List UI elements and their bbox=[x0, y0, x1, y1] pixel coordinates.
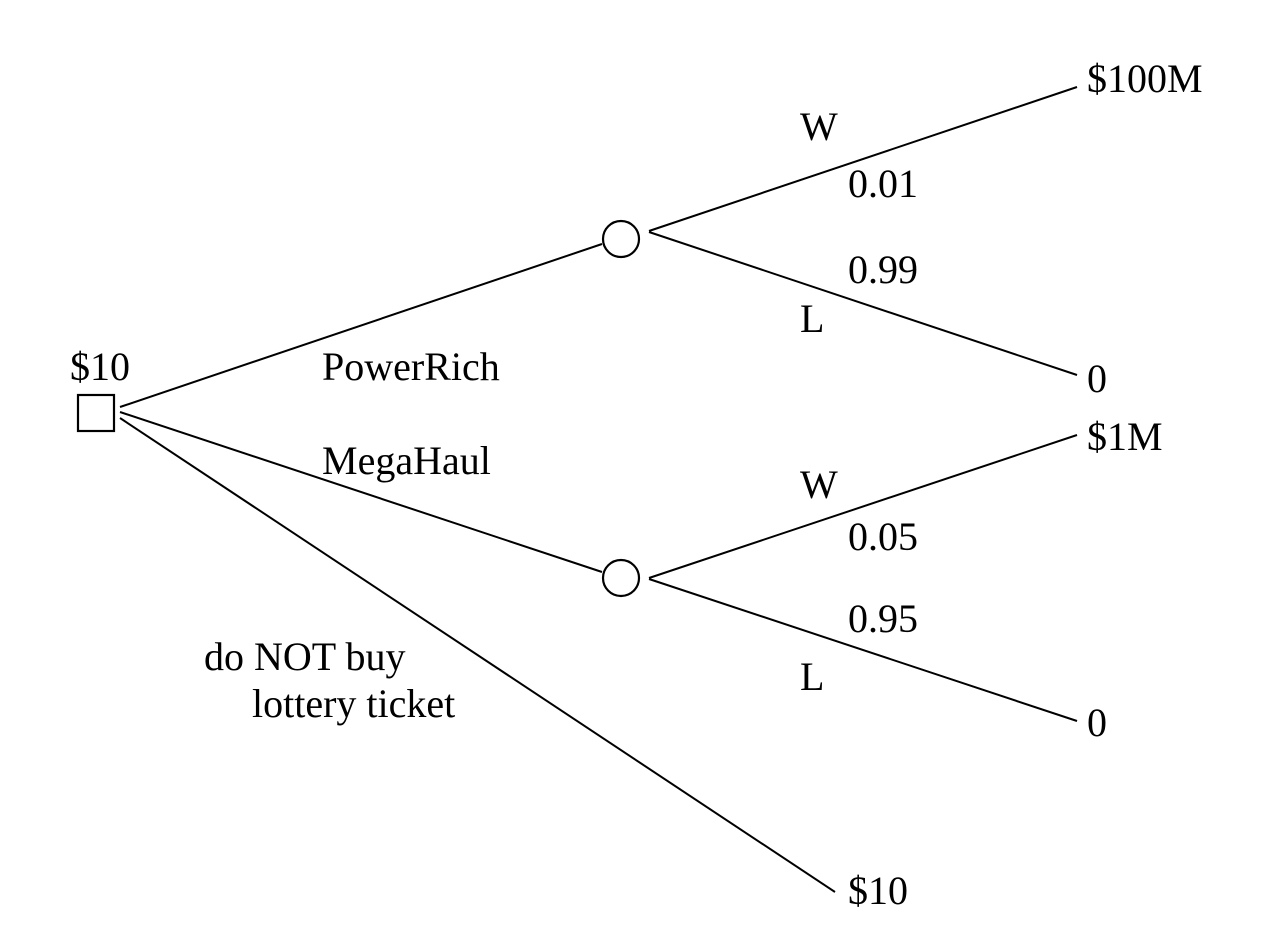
megahaul-chance-node bbox=[601, 558, 641, 598]
megahaul-lose-label: L bbox=[800, 654, 824, 699]
no-buy-payoff: $10 bbox=[848, 868, 908, 913]
decision-node-value: $10 bbox=[70, 344, 130, 389]
powerrich-lose-probability: 0.99 bbox=[848, 247, 918, 292]
megahaul-lose-line bbox=[648, 578, 1078, 722]
megahaul-win-probability: 0.05 bbox=[848, 514, 918, 559]
megahaul-win-line bbox=[648, 434, 1078, 579]
megahaul-branch-line bbox=[119, 411, 603, 573]
powerrich-win-probability: 0.01 bbox=[848, 161, 918, 206]
powerrich-win-label: W bbox=[800, 104, 838, 149]
no-buy-label-line2: lottery ticket bbox=[252, 681, 455, 726]
decision-node-square bbox=[76, 393, 116, 433]
megahaul-lose-probability: 0.95 bbox=[848, 596, 918, 641]
powerrich-branch-line bbox=[119, 243, 603, 408]
powerrich-branch-label: PowerRich bbox=[322, 344, 500, 389]
powerrich-win-payoff: $100M bbox=[1087, 56, 1203, 101]
powerrich-lose-line bbox=[648, 231, 1078, 376]
megahaul-lose-payoff: 0 bbox=[1087, 700, 1107, 745]
megahaul-branch-label: MegaHaul bbox=[322, 438, 491, 483]
megahaul-win-payoff: $1M bbox=[1087, 414, 1163, 459]
powerrich-chance-node bbox=[601, 219, 641, 259]
no-buy-label-line1: do NOT buy bbox=[204, 634, 405, 679]
megahaul-win-label: W bbox=[800, 462, 838, 507]
powerrich-lose-payoff: 0 bbox=[1087, 356, 1107, 401]
no-buy-branch-line bbox=[119, 417, 836, 893]
powerrich-lose-label: L bbox=[800, 296, 824, 341]
powerrich-win-line bbox=[648, 86, 1078, 232]
